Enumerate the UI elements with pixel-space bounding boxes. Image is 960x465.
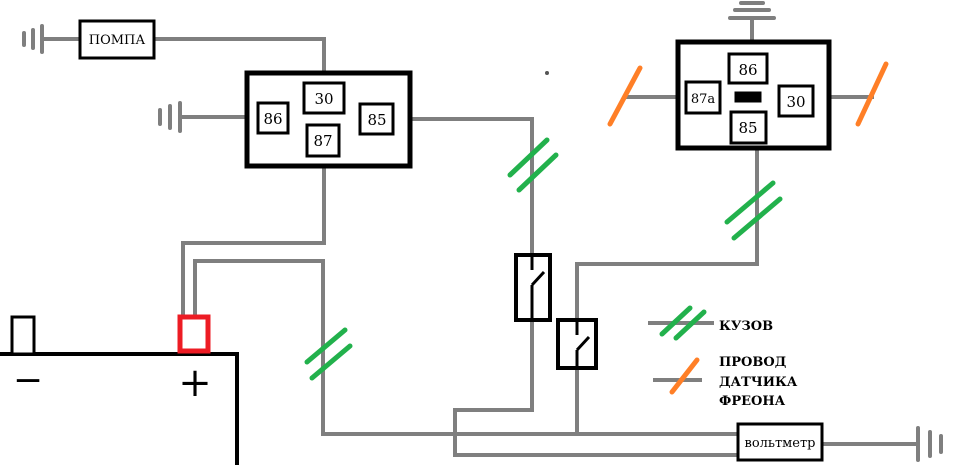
body-mark-relay2 bbox=[724, 180, 783, 241]
relay2-pin-86: 86 bbox=[738, 61, 757, 79]
battery-plus-sign: + bbox=[178, 360, 212, 406]
relay2-pin-30: 30 bbox=[786, 93, 805, 111]
sensor-mark-right bbox=[855, 61, 889, 127]
relay1-pin-85: 85 bbox=[367, 111, 386, 129]
battery: − + bbox=[0, 314, 239, 465]
switch-1 bbox=[514, 253, 552, 322]
relay2-pin-87a: 87a bbox=[691, 92, 716, 107]
battery-plus-wire bbox=[193, 259, 740, 436]
sensor-mark-left bbox=[607, 65, 643, 127]
battery-plus-terminal bbox=[177, 314, 211, 354]
battery-minus-sign: − bbox=[13, 360, 43, 401]
body-mark-relay1 bbox=[507, 137, 559, 193]
switch-2 bbox=[556, 318, 598, 370]
relay-1: 30 86 85 87 bbox=[244, 70, 413, 169]
legend-sensor-line2: ДАТЧИКА bbox=[719, 375, 798, 390]
relay1-85-to-switch1-wire bbox=[408, 117, 534, 257]
voltmeter-label: вольтметр bbox=[745, 436, 816, 451]
relay-2: 86 87a 30 85 bbox=[675, 39, 832, 151]
body-mark-battery-wire bbox=[304, 327, 353, 381]
relay2-ground-icon bbox=[728, 1, 776, 20]
relay1-pin-86: 86 bbox=[263, 110, 282, 128]
switch1-down-wire bbox=[453, 318, 740, 457]
relay2-coil-mark bbox=[734, 91, 762, 103]
switch2-to-relay2-wire bbox=[575, 148, 759, 322]
relay1-ground-icon bbox=[158, 101, 182, 133]
relay2-pin-85: 85 bbox=[738, 119, 757, 137]
relay1-pin-30: 30 bbox=[314, 90, 333, 108]
pump-label: ПОМПА bbox=[89, 33, 146, 48]
stray-dot bbox=[545, 71, 549, 75]
legend-body-label: КУЗОВ bbox=[719, 319, 773, 334]
legend-sensor-line1: ПРОВОД bbox=[719, 355, 786, 370]
legend-sensor-line3: ФРЕОНА bbox=[719, 394, 786, 409]
pump-ground-icon bbox=[22, 24, 44, 54]
voltmeter-block: вольтметр bbox=[736, 422, 824, 462]
pump-block: ПОМПА bbox=[78, 19, 156, 60]
relay1-87-to-battery-wire bbox=[181, 164, 326, 318]
battery-minus-terminal bbox=[10, 315, 36, 356]
pump-to-relay1-wire bbox=[152, 37, 326, 75]
legend-body-icon bbox=[659, 305, 707, 341]
legend-sensor-icon bbox=[669, 357, 700, 395]
voltmeter-ground-icon bbox=[916, 426, 943, 462]
relay1-pin-87: 87 bbox=[313, 132, 332, 150]
